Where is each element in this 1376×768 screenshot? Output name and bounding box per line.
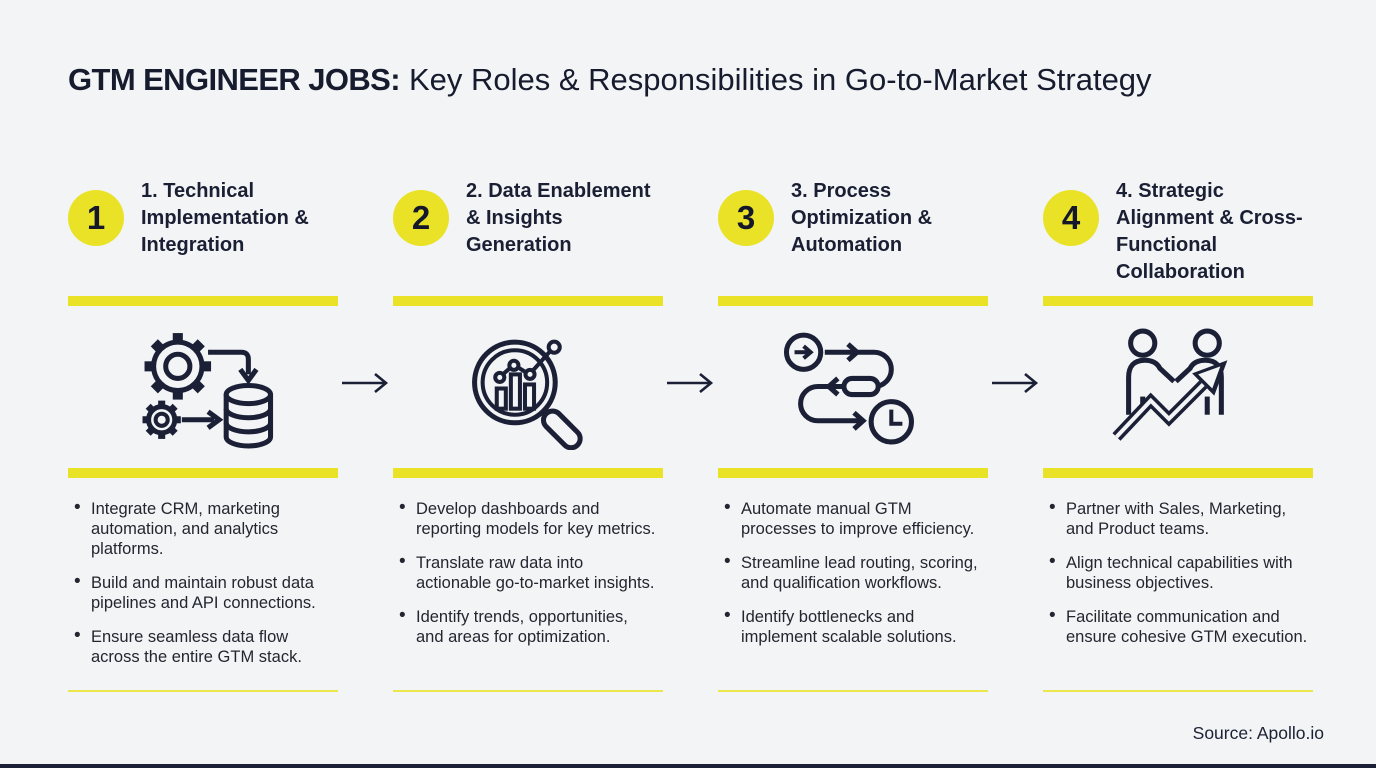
right-arrow-icon: [666, 372, 713, 394]
column-technical-implementation: 1 1. Technical Implementation & Integrat…: [68, 170, 338, 692]
icon-area: [718, 306, 988, 468]
column-header: 3 3. Process Optimization & Automation: [718, 170, 988, 296]
source-attribution: Source: Apollo.io: [1192, 723, 1324, 743]
bullet-list: Integrate CRM, marketing automation, and…: [68, 478, 338, 690]
step-number-badge: 4: [1043, 190, 1099, 246]
bottom-accent-bar: [0, 764, 1376, 768]
flow-arrow-cell: [663, 170, 718, 692]
bullet-item: Ensure seamless data flow across the ent…: [72, 626, 334, 667]
column-underline: [68, 690, 338, 692]
bullet-list: Partner with Sales, Marketing, and Produ…: [1043, 478, 1313, 690]
column-header: 1 1. Technical Implementation & Integrat…: [68, 170, 338, 296]
bullet-item: Build and maintain robust data pipelines…: [72, 572, 334, 613]
bullet-item: Develop dashboards and reporting models …: [397, 498, 659, 539]
bullet-item: Facilitate communication and ensure cohe…: [1047, 606, 1309, 647]
column-underline: [1043, 690, 1313, 692]
page-title-rest: Key Roles & Responsibilities in Go-to-Ma…: [408, 62, 1152, 97]
bullet-item: Identify trends, opportunities, and area…: [397, 606, 659, 647]
column-title: 2. Data Enablement & Insights Generation: [466, 180, 651, 256]
flow-arrow-cell: [338, 170, 393, 692]
yellow-divider-top: [393, 296, 663, 306]
icon-area: [68, 306, 338, 468]
column-process-optimization: 3 3. Process Optimization & Automation A…: [718, 170, 988, 692]
step-number-badge: 2: [393, 190, 449, 246]
step-number-badge: 1: [68, 190, 124, 246]
bullet-item: Streamline lead routing, scoring, and qu…: [722, 552, 984, 593]
page-title-emphasis: GTM ENGINEER JOBS:: [68, 62, 401, 97]
handshake-growth-arrow-icon: [1112, 328, 1228, 441]
magnifier-chart-icon: [472, 339, 583, 450]
column-underline: [393, 690, 663, 692]
column-header: 4 4. Strategic Alignment & Cross-Functio…: [1043, 170, 1313, 296]
page-title: GTM ENGINEER JOBS:Key Roles & Responsibi…: [68, 62, 1328, 98]
bullet-list: Automate manual GTM processes to improve…: [718, 478, 988, 690]
gears-database-icon: [142, 333, 274, 449]
column-title: 4. Strategic Alignment & Cross-Functiona…: [1116, 180, 1303, 283]
column-header: 2 2. Data Enablement & Insights Generati…: [393, 170, 663, 296]
column-title: 3. Process Optimization & Automation: [791, 180, 933, 256]
icon-area: [393, 306, 663, 468]
column-strategic-alignment: 4 4. Strategic Alignment & Cross-Functio…: [1043, 170, 1313, 692]
bullet-item: Translate raw data into actionable go-to…: [397, 552, 659, 593]
bullet-item: Integrate CRM, marketing automation, and…: [72, 498, 334, 559]
step-number-badge: 3: [718, 190, 774, 246]
yellow-divider-top: [718, 296, 988, 306]
column-underline: [718, 690, 988, 692]
flow-arrow-cell: [988, 170, 1043, 692]
bullet-item: Partner with Sales, Marketing, and Produ…: [1047, 498, 1309, 539]
yellow-divider-bottom: [1043, 468, 1313, 478]
bullet-item: Automate manual GTM processes to improve…: [722, 498, 984, 539]
column-title: 1. Technical Implementation & Integratio…: [141, 180, 309, 256]
icon-area: [1043, 306, 1313, 468]
yellow-divider-bottom: [718, 468, 988, 478]
process-flow-clock-icon: [783, 332, 914, 445]
yellow-divider-top: [1043, 296, 1313, 306]
right-arrow-icon: [991, 372, 1038, 394]
process-grid: 1 1. Technical Implementation & Integrat…: [68, 170, 1313, 692]
bullet-list: Develop dashboards and reporting models …: [393, 478, 663, 690]
right-arrow-icon: [341, 372, 388, 394]
bullet-item: Identify bottlenecks and implement scala…: [722, 606, 984, 647]
yellow-divider-bottom: [68, 468, 338, 478]
column-data-enablement: 2 2. Data Enablement & Insights Generati…: [393, 170, 663, 692]
yellow-divider-bottom: [393, 468, 663, 478]
bullet-item: Align technical capabilities with busine…: [1047, 552, 1309, 593]
yellow-divider-top: [68, 296, 338, 306]
